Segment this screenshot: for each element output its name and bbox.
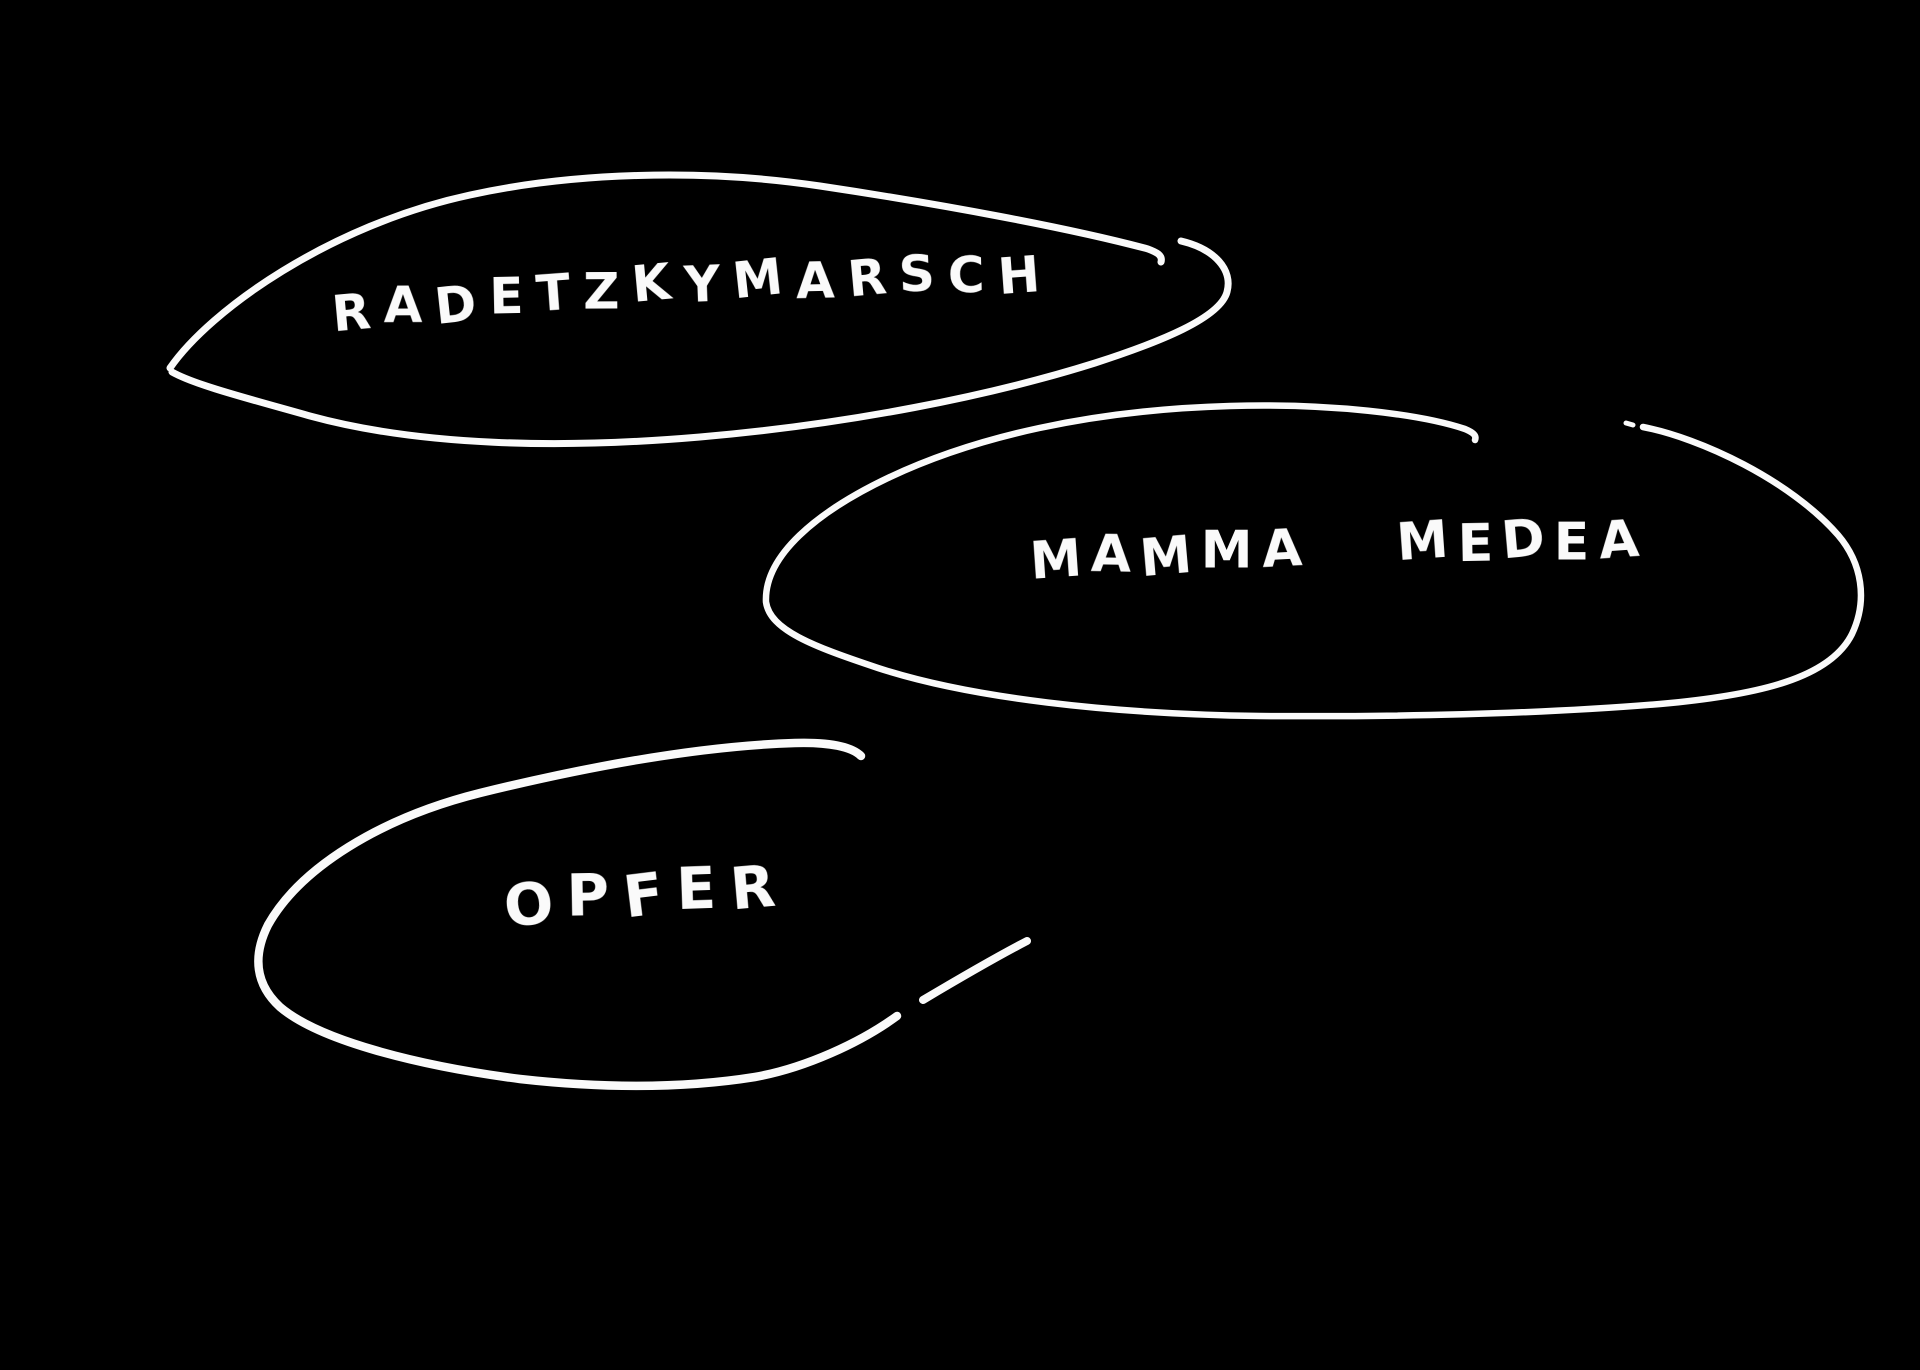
hand-letter: E xyxy=(1456,513,1494,575)
word-gap xyxy=(1311,564,1397,567)
opfer-ellipse xyxy=(254,738,1031,1091)
hand-letter: R xyxy=(329,282,374,344)
hand-letter: E xyxy=(1553,512,1590,573)
hand-letter: Y xyxy=(682,254,722,315)
mamma-medea-ellipse-main-stroke xyxy=(762,402,1865,720)
mamma-medea-ellipse xyxy=(762,402,1865,720)
hand-letter: A xyxy=(1596,509,1641,572)
hand-letter: R xyxy=(845,247,889,309)
hand-letter: C xyxy=(947,245,986,305)
hand-letter: A xyxy=(1090,524,1132,585)
hand-letter: S xyxy=(897,244,937,304)
hand-letter: D xyxy=(1499,507,1548,572)
hand-letter: M xyxy=(1137,524,1195,590)
hand-letter: P xyxy=(566,860,610,930)
opfer-ellipse-end-stroke xyxy=(919,937,1031,1004)
hand-letter: M xyxy=(1394,509,1451,574)
hand-letter: H xyxy=(995,245,1042,307)
opfer-ellipse-main-stroke xyxy=(254,738,902,1091)
mamma-medea-ellipse-ink-dot xyxy=(1623,420,1636,428)
hand-letter: A xyxy=(383,275,422,334)
hand-letter: Z xyxy=(583,262,620,321)
hand-letter: O xyxy=(500,867,557,941)
hand-letter: T xyxy=(534,263,573,324)
hand-letter: K xyxy=(629,252,674,314)
hand-letter: F xyxy=(619,859,668,932)
hand-letter: M xyxy=(1200,520,1253,581)
radetzkymarsch-ellipse xyxy=(166,171,1232,448)
radetzkymarsch-ellipse-top-stroke xyxy=(166,171,1165,372)
hand-letter: A xyxy=(1259,518,1304,581)
hand-letter: A xyxy=(795,251,836,310)
hand-letter: M xyxy=(1027,528,1084,592)
hand-letter: E xyxy=(675,853,718,924)
radetzkymarsch-ellipse-bottom-stroke xyxy=(168,237,1232,448)
hand-letter: E xyxy=(488,266,524,326)
hand-letter: M xyxy=(730,247,786,311)
hand-letter: D xyxy=(431,273,480,336)
hand-letter: R xyxy=(727,851,779,924)
